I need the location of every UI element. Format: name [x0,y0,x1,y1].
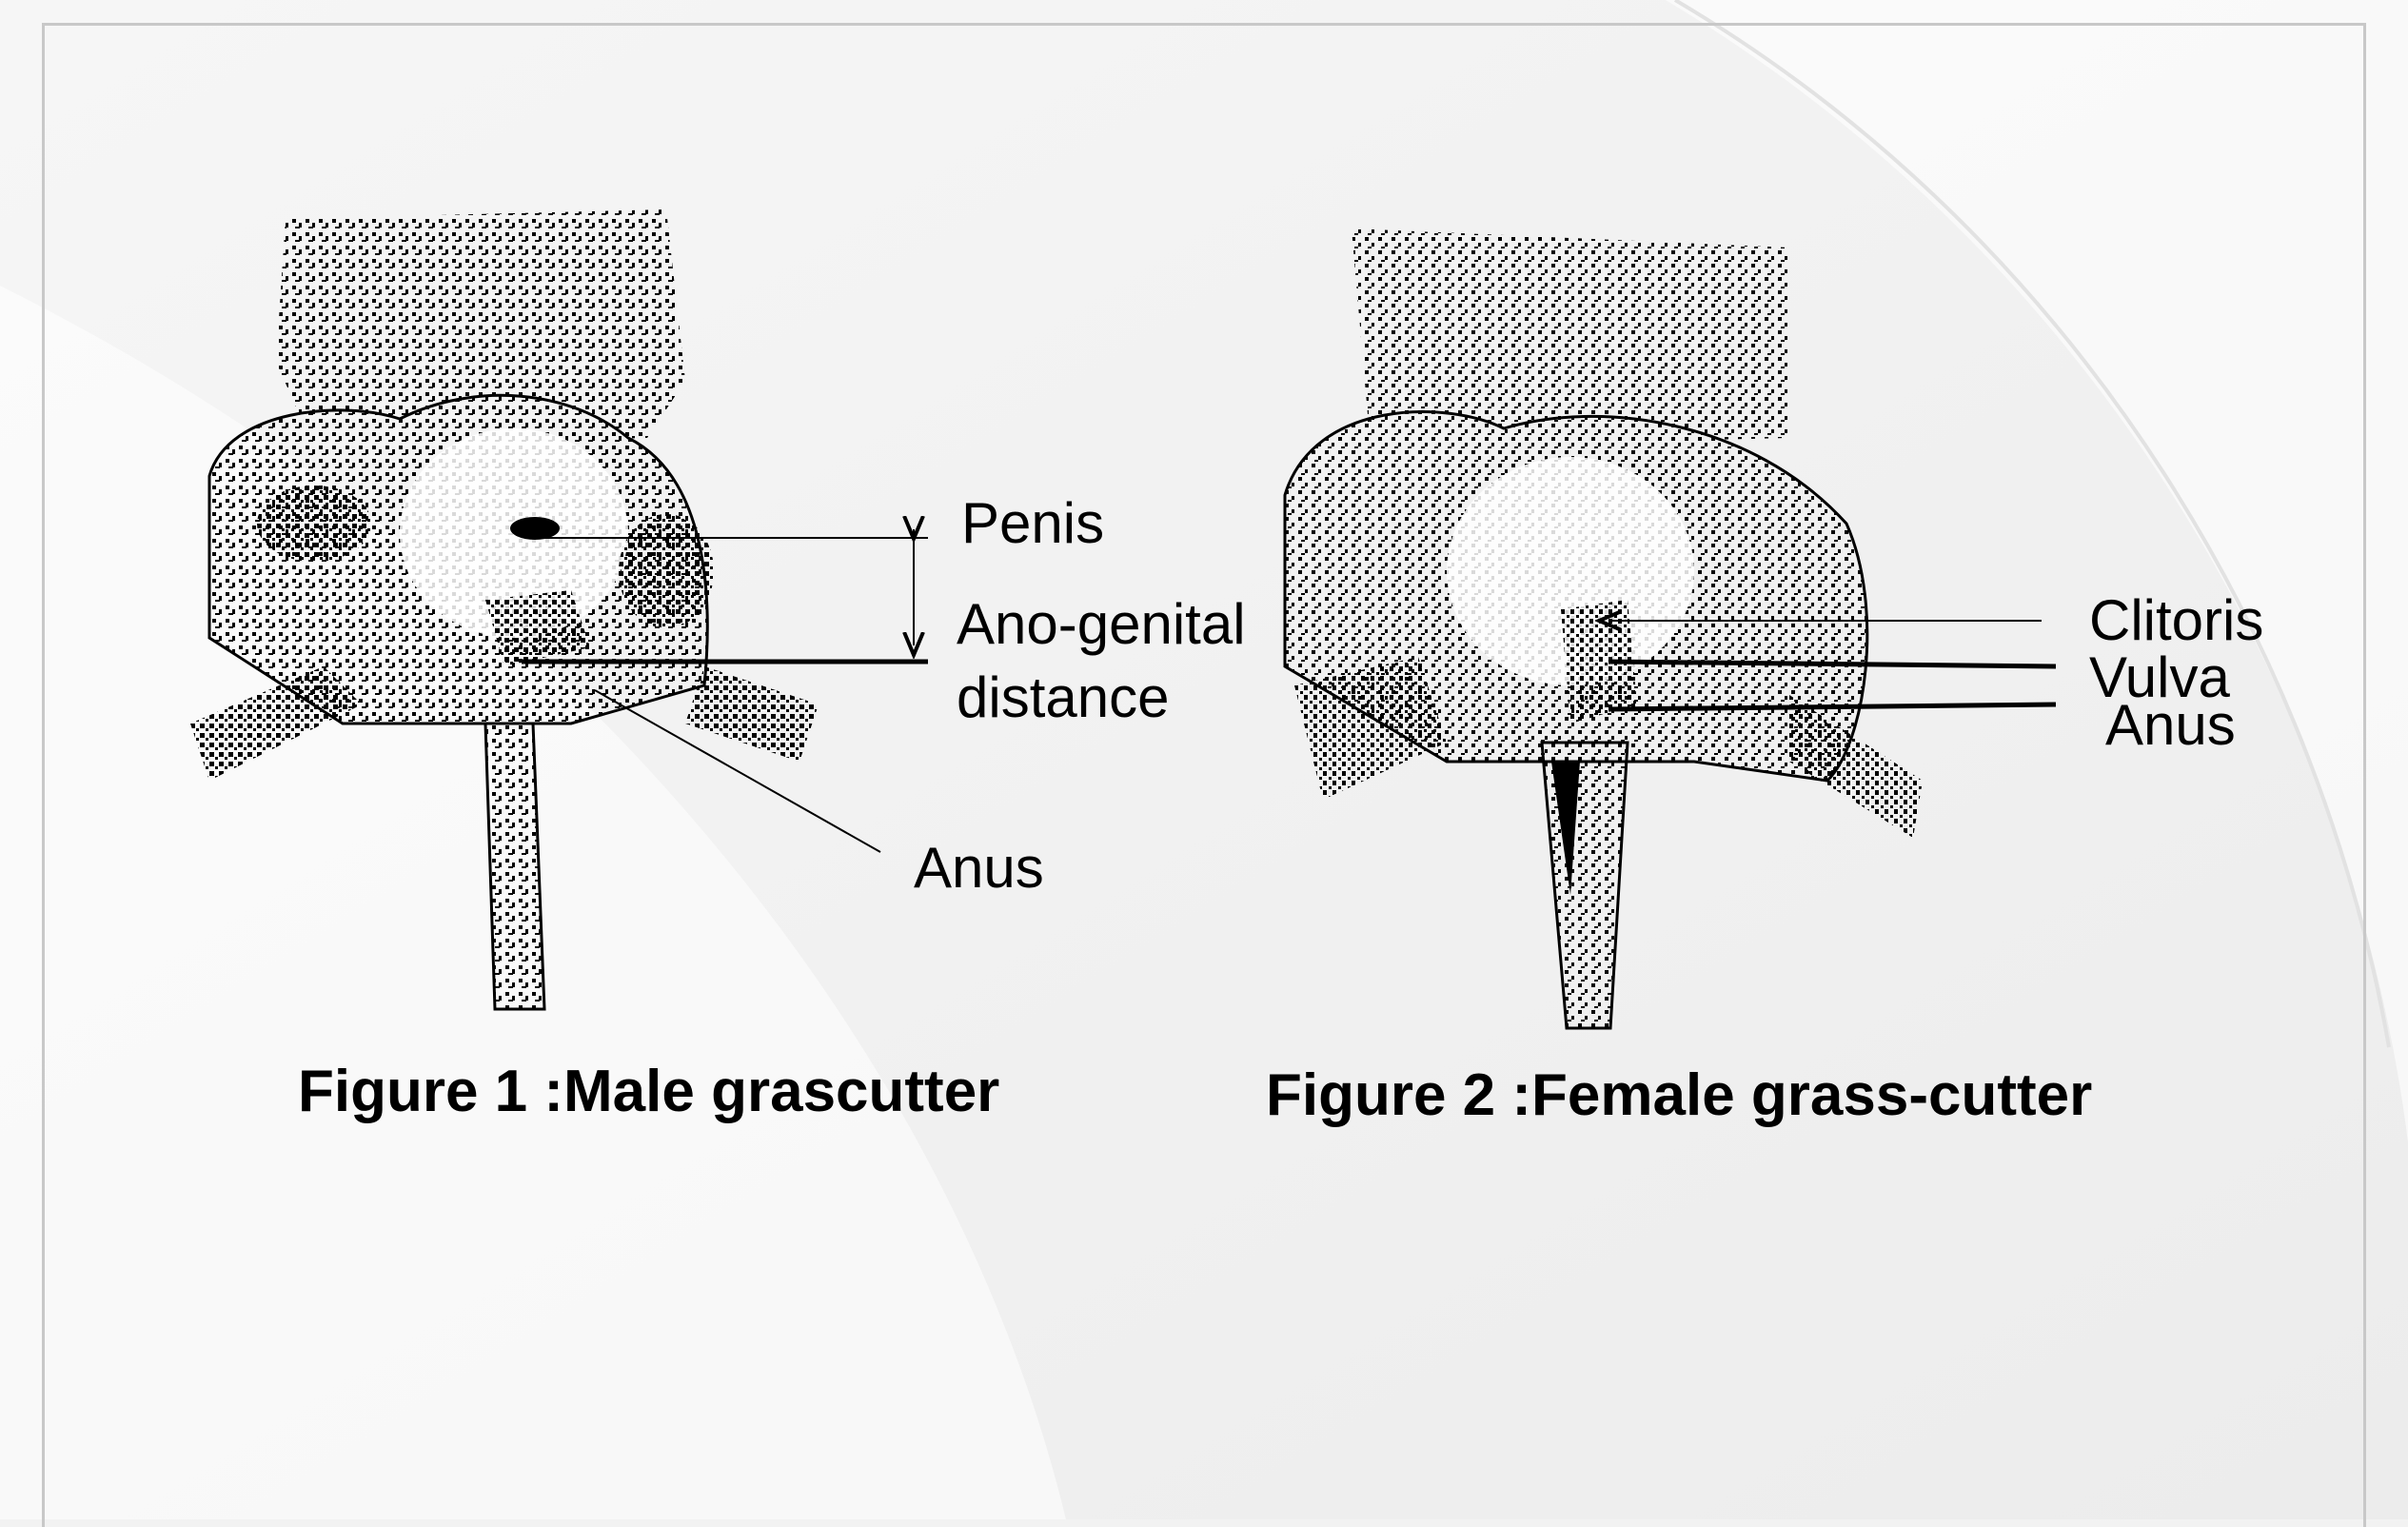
anus-label-male: Anus [914,840,1044,897]
figure2-caption: Figure 2 :Female grass-cutter [1266,1066,2092,1125]
figure1-caption: Figure 1 :Male grascutter [298,1062,999,1121]
male-grasscutter-illustration [171,190,857,1028]
ano-genital-label: Ano-genital [957,596,1246,653]
anus-label-female: Anus [2105,697,2236,754]
distance-label: distance [957,669,1169,726]
female-grasscutter-illustration [1256,209,1942,1047]
penis-label: Penis [961,495,1104,552]
clitoris-label: Clitoris [2089,592,2263,649]
